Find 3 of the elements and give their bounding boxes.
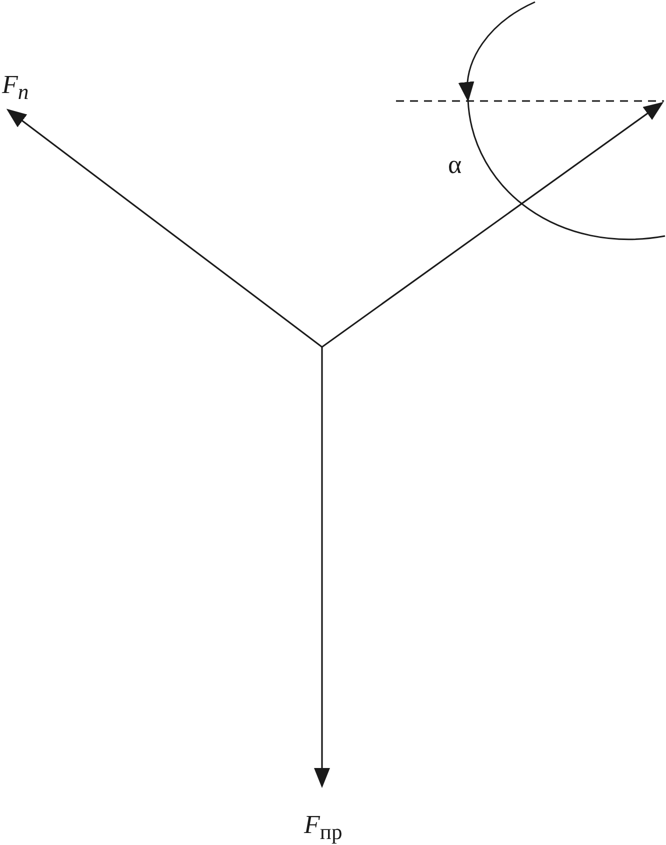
angle-label: α (448, 152, 462, 178)
force-label: F$_{n}$ (2, 72, 29, 104)
force-label: F$_{пр}$ (304, 812, 342, 844)
